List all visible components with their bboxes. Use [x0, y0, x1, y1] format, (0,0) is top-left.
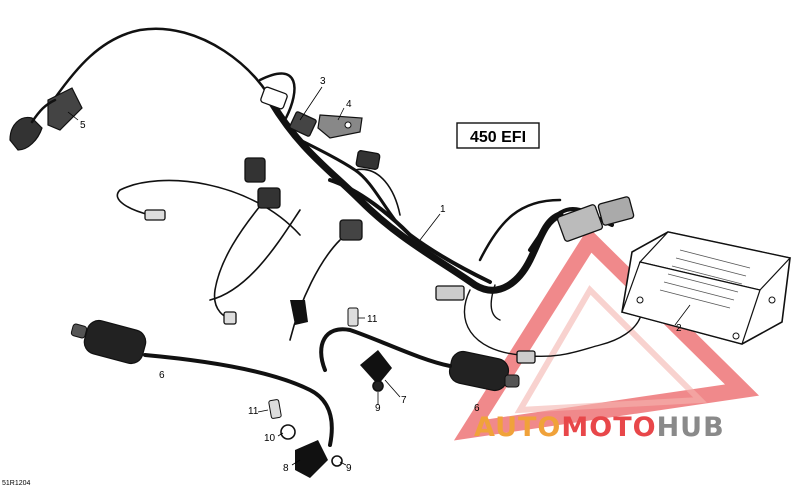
watermark-text: AUTOMOTOHUB [474, 412, 725, 443]
watermark-hub: HUB [657, 412, 725, 443]
sensor [9, 87, 83, 151]
leader-lines [67, 86, 691, 466]
ignition-coil-right [319, 327, 520, 392]
callout-2: 2 [676, 323, 682, 334]
callout-4: 4 [346, 99, 352, 110]
clamps [280, 380, 384, 467]
callout-1: 1 [440, 204, 446, 215]
callout-11-lower: 11 [248, 406, 259, 417]
harness-connectors [144, 86, 635, 364]
drawing-code: 51R1204 [2, 480, 31, 487]
model-label-box: 450 EFI [456, 122, 540, 149]
callout-9-upper: 9 [375, 403, 381, 414]
mounting-bracket [317, 114, 363, 139]
spark-plug-cap [290, 300, 392, 478]
callout-9-lower: 9 [346, 463, 352, 474]
callout-labels: 1 2 3 4 5 6 6 7 8 9 9 10 11 11 [80, 76, 682, 474]
callout-6-right: 6 [474, 403, 480, 414]
callout-10: 10 [264, 433, 276, 444]
callout-3: 3 [320, 76, 326, 87]
ecu-module [621, 231, 792, 345]
callout-6-left: 6 [159, 370, 165, 381]
watermark-moto: MOTO [561, 412, 656, 443]
callout-8: 8 [283, 463, 289, 474]
spark-plug [268, 307, 359, 419]
watermark-auto: AUTO [474, 412, 561, 443]
callout-5: 5 [80, 120, 86, 131]
main-harness [53, 27, 641, 358]
ignition-coil-left [70, 319, 334, 447]
model-label: 450 EFI [470, 129, 526, 146]
callout-11-upper: 11 [367, 314, 378, 325]
callout-7: 7 [401, 395, 407, 406]
